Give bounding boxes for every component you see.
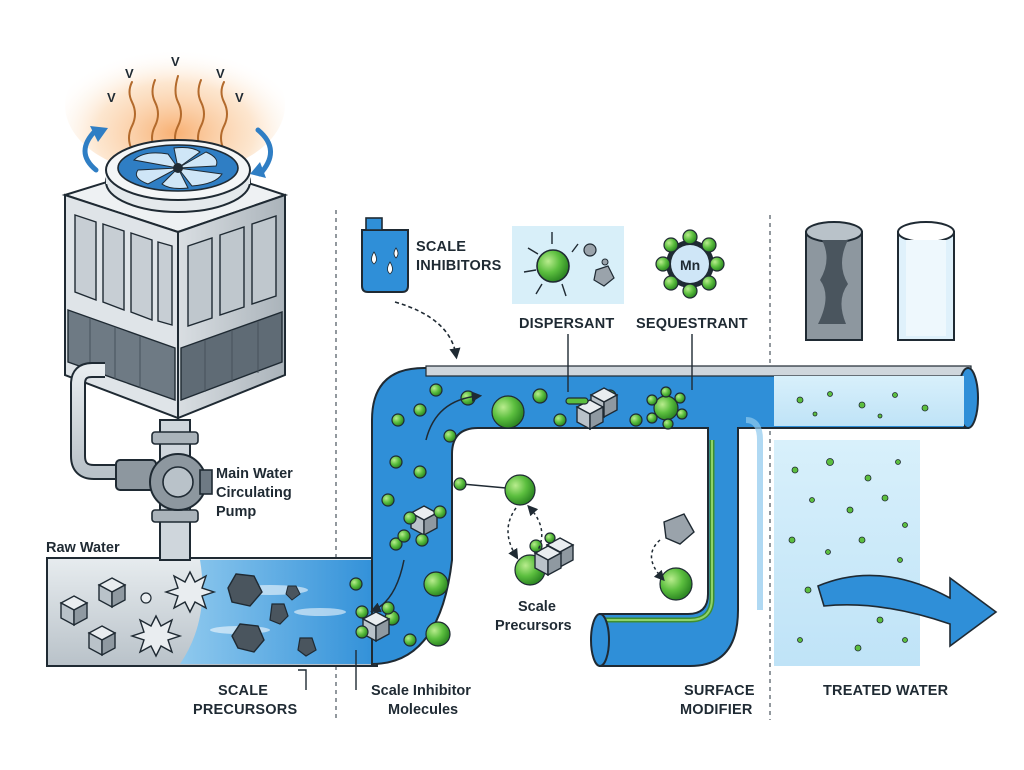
svg-text:V: V	[107, 90, 116, 105]
heat-waves	[128, 75, 228, 151]
dosing-arrow	[394, 301, 461, 360]
pump-label-line1: Main Water	[216, 466, 293, 482]
inhibitor-molecules-label-line1: Scale Inhibitor	[371, 683, 471, 699]
fan-blades	[132, 147, 223, 189]
scale-precursors-mid-line1: Scale	[518, 599, 556, 615]
scale-inhibitors-label-line2: INHIBITORS	[416, 258, 502, 274]
scale-precursors-caps-line2: PRECURSORS	[193, 702, 297, 718]
raw-water-label: Raw Water	[46, 540, 120, 556]
dispersant-label: DISPERSANT	[519, 316, 614, 332]
scaled-pipe-section	[805, 221, 863, 341]
return-pipe	[70, 362, 130, 480]
scale-inhibitors-label-line1: SCALE	[416, 239, 466, 255]
surface-modifier-label-line2: MODIFIER	[680, 702, 753, 718]
circulating-pump	[115, 453, 213, 511]
leader-lines	[298, 334, 693, 690]
inhibitor-molecules-label-line2: Molecules	[388, 702, 458, 718]
svg-text:V: V	[235, 90, 244, 105]
scale-precursors-caps-line1: SCALE	[218, 683, 268, 699]
inhibitor-container	[361, 217, 409, 293]
treated-water-tank	[774, 440, 920, 666]
interaction-arrows	[370, 391, 665, 613]
heat-plume	[65, 35, 285, 175]
pump-label-line2: Circulating	[216, 485, 292, 501]
svg-text:Mn: Mn	[680, 257, 700, 273]
cooling-tower	[61, 139, 289, 420]
svg-text:V: V	[171, 54, 180, 69]
raw-scale-precursors	[60, 570, 317, 658]
outflow-arrow	[817, 574, 998, 648]
sequestrant-icon: Mn	[655, 229, 725, 299]
airflow-arrowhead-right	[250, 162, 266, 178]
airflow-arrows	[82, 127, 273, 177]
dispersant-icon	[512, 226, 624, 304]
svg-text:V: V	[216, 66, 225, 81]
pump-label-line3: Pump	[216, 504, 256, 520]
sequestrant-label: SEQUESTRANT	[636, 316, 748, 332]
scale-precursors-mid-line2: Precursors	[495, 618, 572, 634]
surface-modifier-label-line1: SURFACE	[684, 683, 755, 699]
sequestrant-cluster	[646, 386, 688, 430]
treated-water-label: TREATED WATER	[823, 683, 949, 699]
clean-pipe-section	[897, 221, 955, 341]
airflow-arrowhead-left	[90, 126, 108, 142]
crystal-clusters	[355, 387, 695, 642]
vapor-marks: V V V V V	[107, 54, 244, 105]
treated-water-zone	[774, 376, 964, 426]
svg-text:V: V	[125, 66, 134, 81]
